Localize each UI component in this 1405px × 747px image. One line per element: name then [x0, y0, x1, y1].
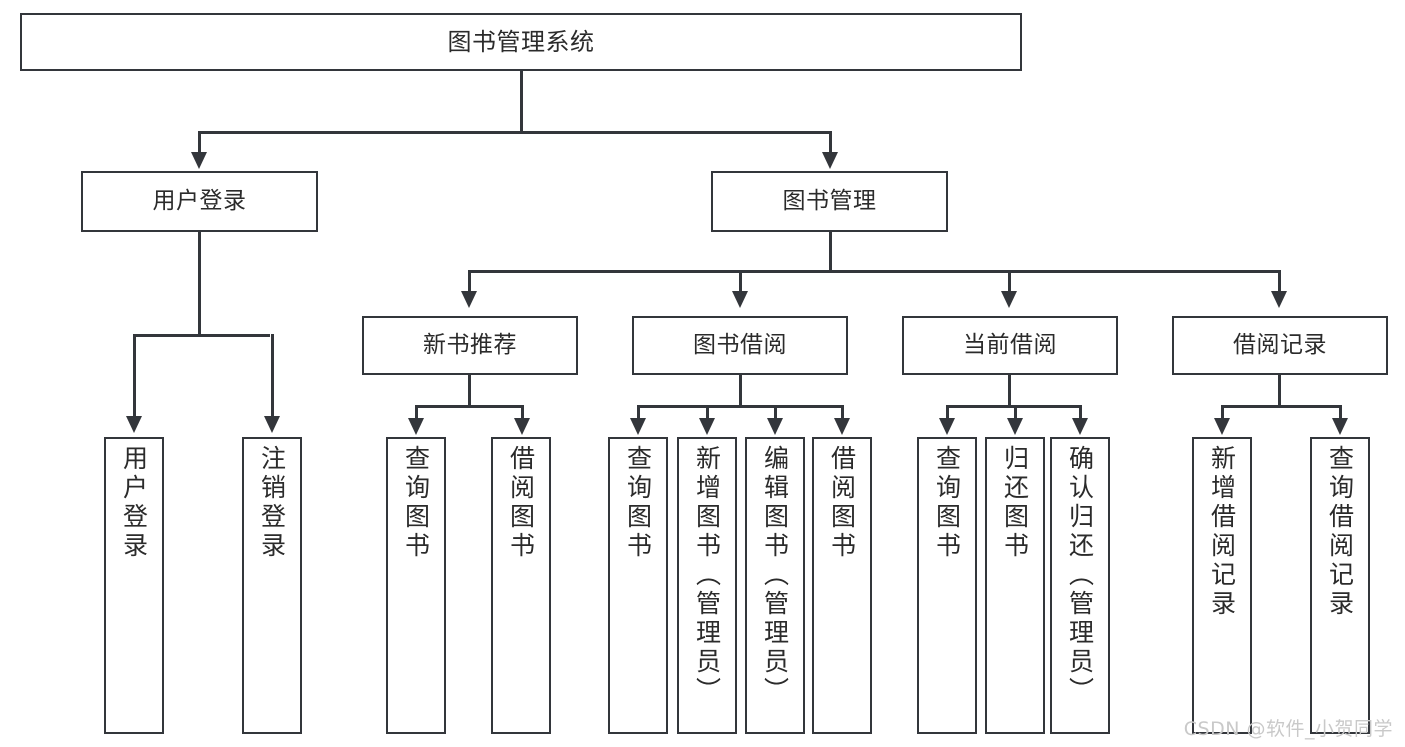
node-label: 查询图书 — [401, 445, 431, 561]
leaf-br-query-record[interactable]: 查询借阅记录 — [1310, 437, 1370, 734]
connector-nbr-bar — [415, 405, 521, 408]
connector-user-login-right — [271, 334, 274, 418]
leaf-br-add-record[interactable]: 新增借阅记录 — [1192, 437, 1252, 734]
connector-root-bar — [198, 131, 832, 134]
arrow-bm-to-current-borrow — [1001, 291, 1017, 308]
connector-cb-bar — [946, 405, 1079, 408]
leaf-bb-borrow-book[interactable]: 借阅图书 — [812, 437, 872, 734]
leaf-bb-query-book[interactable]: 查询图书 — [608, 437, 668, 734]
connector-user-login-left — [133, 334, 136, 418]
arrow-bb-4 — [834, 418, 850, 435]
leaf-user-login-login[interactable]: 用户登录 — [104, 437, 164, 734]
arrow-user-login-right — [264, 416, 280, 433]
node-label: 当前借阅 — [963, 331, 1057, 358]
connector-cb-2 — [1014, 405, 1017, 420]
connector-root-stem — [520, 71, 523, 133]
connector-cb-3 — [1079, 405, 1082, 420]
node-label: 借阅图书 — [827, 445, 857, 561]
node-root-book-management-system[interactable]: 图书管理系统 — [20, 13, 1022, 71]
leaf-cb-return-book[interactable]: 归还图书 — [985, 437, 1045, 734]
arrow-cb-3 — [1072, 418, 1088, 435]
connector-bb-4 — [841, 405, 844, 420]
connector-nbr-stem — [468, 375, 471, 407]
node-label: 注销登录 — [257, 445, 287, 561]
node-label: 借阅图书 — [506, 445, 536, 561]
node-current-borrow[interactable]: 当前借阅 — [902, 316, 1118, 375]
connector-bb-bar — [637, 405, 843, 408]
connector-bb-2 — [706, 405, 709, 420]
connector-bb-3 — [774, 405, 777, 420]
arrow-root-to-user-login — [191, 152, 207, 169]
connector-cb-stem — [1008, 375, 1011, 407]
node-borrow-record[interactable]: 借阅记录 — [1172, 316, 1388, 375]
arrow-bm-to-borrow-record — [1271, 291, 1287, 308]
node-label: 确认归还（管理员） — [1065, 445, 1095, 706]
connector-br-stem — [1278, 375, 1281, 407]
arrow-bm-to-book-borrow — [732, 291, 748, 308]
node-new-book-recommend[interactable]: 新书推荐 — [362, 316, 578, 375]
node-label: 用户登录 — [152, 187, 247, 214]
node-book-management[interactable]: 图书管理 — [711, 171, 948, 232]
arrow-nbr-right — [514, 418, 530, 435]
csdn-watermark: CSDN @软件_小贺同学 — [1183, 718, 1393, 740]
connector-br-left — [1221, 405, 1224, 420]
arrow-root-to-book-management — [822, 152, 838, 169]
leaf-nbr-borrow-book[interactable]: 借阅图书 — [491, 437, 551, 734]
leaf-cb-query-book[interactable]: 查询图书 — [917, 437, 977, 734]
connector-bm-to-new-book — [468, 270, 471, 294]
node-book-borrow[interactable]: 图书借阅 — [632, 316, 848, 375]
arrow-bb-2 — [699, 418, 715, 435]
node-label: 用户登录 — [119, 445, 149, 561]
connector-bm-to-borrow-record — [1278, 270, 1281, 294]
connector-bm-to-book-borrow — [739, 270, 742, 294]
arrow-br-right — [1332, 418, 1348, 435]
leaf-bb-edit-book-admin[interactable]: 编辑图书（管理员） — [745, 437, 805, 734]
arrow-user-login-left — [126, 416, 142, 433]
node-label: 图书管理 — [782, 187, 877, 214]
connector-cb-1 — [946, 405, 949, 420]
connector-book-management-bar — [468, 270, 1280, 273]
connector-nbr-left — [415, 405, 418, 420]
node-user-login[interactable]: 用户登录 — [81, 171, 318, 232]
arrow-bb-1 — [630, 418, 646, 435]
leaf-bb-add-book-admin[interactable]: 新增图书（管理员） — [677, 437, 737, 734]
node-label: 查询图书 — [623, 445, 653, 561]
arrow-cb-1 — [939, 418, 955, 435]
connector-bb-stem — [739, 375, 742, 407]
connector-bb-1 — [637, 405, 640, 420]
connector-user-login-stem — [198, 232, 201, 336]
node-label: 编辑图书（管理员） — [760, 445, 790, 706]
node-label: 图书借阅 — [693, 331, 787, 358]
node-label: 借阅记录 — [1233, 331, 1327, 358]
node-label: 图书管理系统 — [447, 27, 595, 56]
connector-br-right — [1339, 405, 1342, 420]
node-label: 新增借阅记录 — [1207, 445, 1237, 619]
node-label: 新增图书（管理员） — [692, 445, 722, 706]
connector-user-login-bar — [133, 334, 270, 337]
node-label: 归还图书 — [1000, 445, 1030, 561]
arrow-bm-to-new-book — [461, 291, 477, 308]
connector-br-bar — [1221, 405, 1339, 408]
arrow-cb-2 — [1007, 418, 1023, 435]
leaf-cb-confirm-return-admin[interactable]: 确认归还（管理员） — [1050, 437, 1110, 734]
node-label: 新书推荐 — [423, 331, 517, 358]
leaf-nbr-query-book[interactable]: 查询图书 — [386, 437, 446, 734]
leaf-user-login-logout[interactable]: 注销登录 — [242, 437, 302, 734]
node-label: 查询图书 — [932, 445, 962, 561]
connector-bm-to-current-borrow — [1008, 270, 1011, 294]
connector-root-to-book-management — [829, 131, 832, 156]
arrow-br-left — [1214, 418, 1230, 435]
connector-nbr-right — [521, 405, 524, 420]
arrow-nbr-left — [408, 418, 424, 435]
connector-book-management-stem — [829, 232, 832, 272]
node-label: 查询借阅记录 — [1325, 445, 1355, 619]
connector-root-to-user-login — [198, 131, 201, 156]
arrow-bb-3 — [767, 418, 783, 435]
